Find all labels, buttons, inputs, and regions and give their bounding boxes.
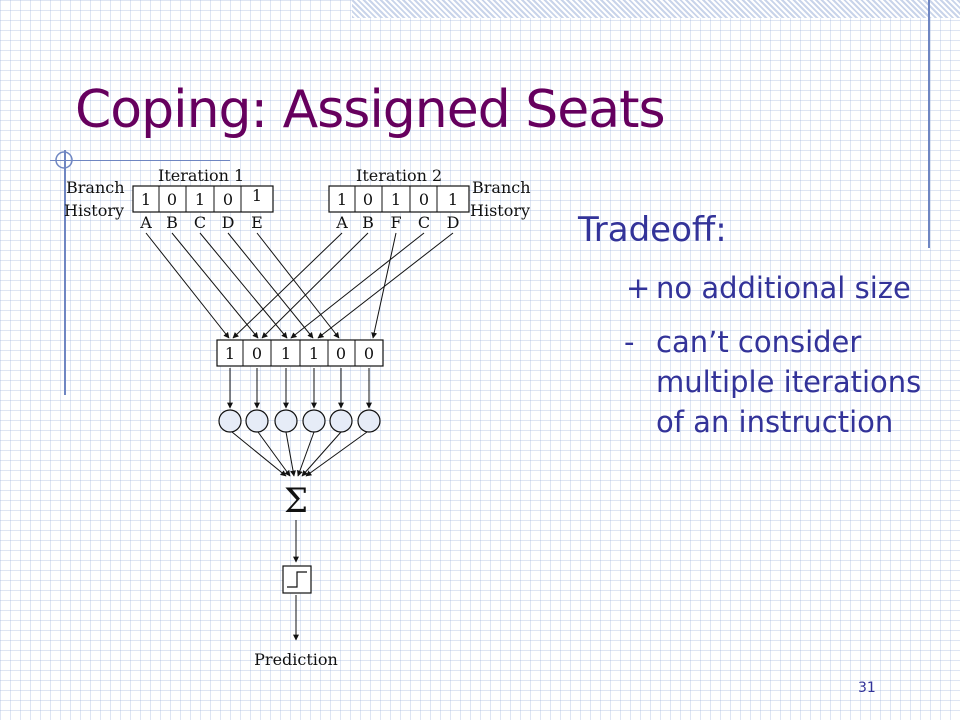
page-number: 31 — [858, 680, 876, 696]
iteration2-label: Iteration 2 — [356, 166, 442, 185]
plus-marker: + — [626, 271, 651, 305]
iter2-letter-4: C — [418, 213, 430, 232]
step-function-icon — [287, 571, 307, 588]
tradeoff-point-minus: - can’t consider multiple iterations of … — [600, 322, 940, 442]
weight-nodes — [218, 409, 381, 433]
branch-history-label-left-2: History — [64, 201, 124, 220]
tradeoff-point-plus: + no additional size — [600, 268, 940, 308]
iter1-bit-4: 0 — [223, 190, 233, 209]
iteration1-register — [132, 185, 274, 213]
iter1-letter-4: D — [222, 213, 235, 232]
combined-bit-5: 0 — [336, 344, 346, 363]
iter1-bit-1: 1 — [141, 190, 151, 209]
left-accent-tick — [50, 160, 230, 161]
tradeoff-point-text: can’t consider multiple iterations of an… — [656, 325, 922, 439]
iter1-letter-1: A — [139, 213, 152, 232]
right-accent-line — [928, 0, 930, 248]
combined-bit-1: 1 — [225, 344, 235, 363]
register-to-node-arrows — [227, 368, 372, 409]
left-accent-line — [64, 150, 66, 395]
branch-history-label-right-2: History — [470, 201, 530, 220]
iter1-letter-5: E — [251, 213, 263, 232]
minus-marker: - — [624, 325, 635, 359]
branch-history-label-left-1: Branch — [66, 178, 125, 197]
tradeoff-heading: Tradeoff: — [578, 210, 727, 250]
iter2-bit-5: 1 — [448, 190, 458, 209]
branch-history-label-right-1: Branch — [472, 178, 531, 197]
iter2-bit-1: 1 — [337, 190, 347, 209]
slide-title: Coping: Assigned Seats — [75, 80, 666, 140]
prediction-label: Prediction — [254, 650, 338, 669]
iter2-letter-1: A — [335, 213, 348, 232]
iter2-bit-4: 0 — [419, 190, 429, 209]
iter2-letter-2: B — [362, 213, 374, 232]
node-to-sum-arrows — [231, 431, 368, 477]
iteration1-label: Iteration 1 — [158, 166, 244, 185]
iteration2-arrows — [232, 232, 454, 339]
iter2-letter-5: D — [447, 213, 460, 232]
accent-circle — [55, 151, 73, 169]
iter1-bit-3: 1 — [195, 190, 205, 209]
iteration1-arrows — [145, 232, 340, 339]
combined-bit-6: 0 — [364, 344, 374, 363]
iter1-letter-2: B — [166, 213, 178, 232]
iteration2-register — [328, 185, 470, 213]
iter2-bit-3: 1 — [391, 190, 401, 209]
iter2-bit-2: 0 — [363, 190, 373, 209]
header-stripe — [352, 0, 960, 18]
sum-symbol: Σ — [284, 481, 308, 521]
iter1-bit-2: 0 — [167, 190, 177, 209]
tradeoff-point-text: no additional size — [656, 271, 911, 305]
combined-bit-2: 0 — [252, 344, 262, 363]
iter1-letter-3: C — [194, 213, 206, 232]
combined-bit-3: 1 — [281, 344, 291, 363]
iter2-letter-3: F — [390, 213, 401, 232]
iter1-bit-5: 1 — [252, 186, 262, 205]
tradeoff-points: + no additional size - can’t consider mu… — [600, 268, 940, 456]
combined-bit-4: 1 — [309, 344, 319, 363]
